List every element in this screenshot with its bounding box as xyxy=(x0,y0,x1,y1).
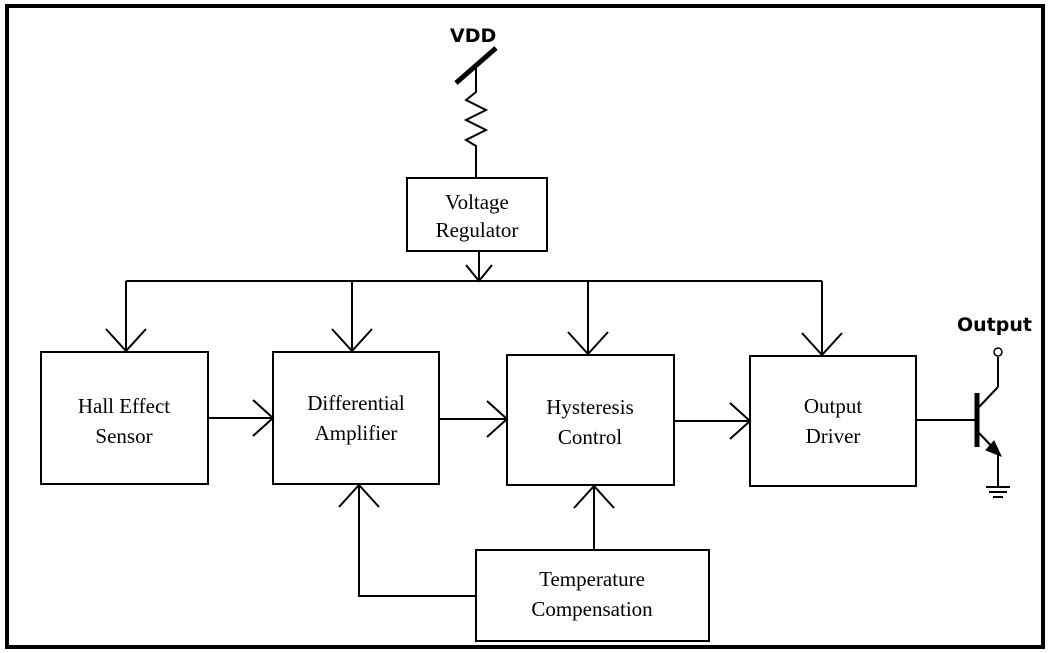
arrowhead-amp-to-hysteresis xyxy=(486,400,509,438)
transistor-collector xyxy=(978,386,999,408)
vdd-supply-mark xyxy=(454,46,498,85)
arrowhead-hysteresis-to-driver xyxy=(729,402,752,440)
hall-effect-sensor-label-line2: Sensor xyxy=(95,424,152,448)
voltage-regulator-block xyxy=(406,177,548,252)
diagram-frame xyxy=(5,4,1045,649)
hysteresis-control-label-line2: Control xyxy=(558,425,622,449)
differential-amplifier-label-line2: Amplifier xyxy=(315,421,398,445)
hysteresis-control-label-line1: Hysteresis xyxy=(546,395,634,419)
wire-tempcomp-to-diff-amp xyxy=(358,485,476,597)
emitter-arrow xyxy=(985,440,1002,457)
hall-effect-sensor-block xyxy=(40,351,209,485)
voltage-regulator-label-line2: Regulator xyxy=(436,218,519,242)
arrowhead-tempcomp-to-diff-amp xyxy=(338,483,380,508)
differential-amplifier-block xyxy=(272,351,440,485)
output-driver-label-line2: Driver xyxy=(806,424,861,448)
arrowhead-tempcomp-to-hysteresis xyxy=(573,484,615,509)
differential-amplifier-label-line1: Differential xyxy=(307,391,405,415)
temperature-compensation-label-line1: Temperature xyxy=(539,567,645,591)
hysteresis-control-block xyxy=(506,354,675,486)
resistor-symbol xyxy=(463,84,489,178)
output-terminal-label: Output xyxy=(957,314,1032,336)
vdd-label: VDD xyxy=(450,25,496,47)
arrowhead-sensor-to-amp xyxy=(252,399,275,437)
output-driver-block xyxy=(749,355,917,487)
voltage-regulator-label-line1: Voltage xyxy=(445,190,509,214)
hall-effect-sensor-label-line1: Hall Effect xyxy=(78,394,170,418)
temperature-compensation-label-line2: Compensation xyxy=(531,597,653,621)
output-terminal-node xyxy=(993,347,1003,357)
output-driver-label-line1: Output xyxy=(804,394,863,418)
temperature-compensation-block xyxy=(475,549,710,642)
